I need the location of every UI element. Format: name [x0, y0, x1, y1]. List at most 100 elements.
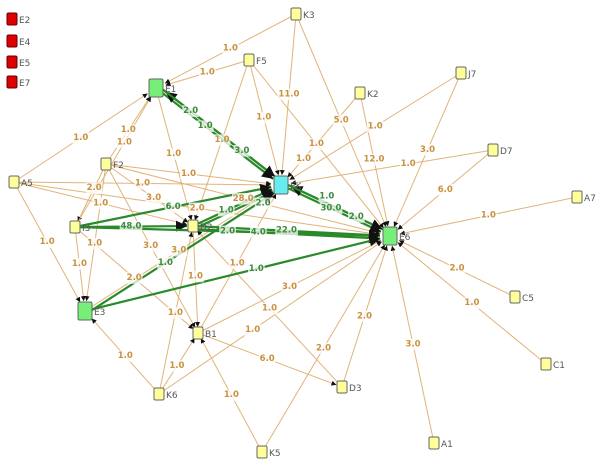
edge-weight-label: 22.0 — [276, 226, 297, 236]
edge-weight-label: 48.0 — [121, 222, 142, 232]
edge-weight-label: 5.0 — [334, 115, 349, 125]
edge-weight-label: 1.0 — [464, 298, 479, 308]
edge-weight-label-backdrop — [247, 263, 265, 275]
edge-weight-label: 1.0 — [169, 361, 184, 371]
edge-weight-label: 1.0 — [219, 206, 234, 216]
isolated-node-E4[interactable] — [6, 34, 18, 48]
node-E3[interactable] — [77, 301, 93, 321]
edge-weight-label: 1.0 — [166, 149, 181, 159]
edge-weight-label: 1.0 — [87, 239, 102, 249]
isolated-node-E7[interactable] — [6, 75, 18, 89]
edge-weight-label-backdrop — [187, 270, 204, 283]
edge-weight-label-backdrop — [119, 220, 143, 233]
edge-weight-label: 1.0 — [230, 258, 245, 268]
edge-weight-label-backdrop — [254, 197, 272, 210]
node-label-EK: EK — [290, 182, 303, 192]
edge-weight-label: 12.0 — [364, 155, 385, 165]
node-F5[interactable] — [243, 53, 255, 67]
node-EK[interactable] — [273, 175, 289, 195]
node-label-C5: C5 — [522, 294, 534, 304]
node-F2[interactable] — [100, 157, 112, 171]
edge-weight-label-backdrop — [399, 158, 417, 170]
edge-weight-label-backdrop — [277, 88, 301, 101]
edge-weight-label: 1.0 — [188, 272, 203, 282]
edge-weight-label: 2.0 — [256, 198, 271, 208]
edge-weight-label-backdrop — [318, 190, 336, 203]
node-C1[interactable] — [540, 357, 552, 371]
node-D3[interactable] — [336, 380, 348, 394]
edge-weight-label-backdrop — [222, 42, 239, 55]
node-D7[interactable] — [487, 143, 499, 157]
edge-weight-label: 1.0 — [118, 351, 133, 361]
edge-E1-EK — [157, 84, 276, 178]
node-label-A5: A5 — [21, 179, 33, 189]
edge-weight-label-backdrop — [92, 197, 110, 210]
edge-weight-label-backdrop — [219, 225, 236, 238]
edge-weight-label: 1.0 — [168, 308, 183, 318]
node-E6[interactable] — [382, 226, 398, 246]
edge-weight-label-backdrop — [85, 182, 103, 194]
edge-weight-label-backdrop — [125, 272, 143, 284]
isolated-node-E2[interactable] — [6, 12, 18, 26]
edge-I3-E1 — [74, 96, 152, 228]
node-K6[interactable] — [153, 387, 165, 401]
edge-weight-label: 4.0 — [251, 227, 266, 237]
edge-weight-label: 2.0 — [316, 343, 331, 353]
edge-weight-label: 1.0 — [198, 121, 213, 131]
node-A7[interactable] — [571, 190, 583, 204]
node-A5[interactable] — [8, 175, 20, 189]
node-J7[interactable] — [455, 66, 467, 80]
edge-weight-label-backdrop — [275, 224, 298, 237]
edge-weight-label-backdrop — [255, 111, 273, 124]
edge-weight-label: 1.0 — [158, 258, 173, 268]
edge-weight-label-backdrop — [332, 114, 350, 127]
edge-weight-label: 1.0 — [481, 211, 496, 221]
edge-weight-label: 28.0 — [233, 194, 254, 204]
node-label-E3: E3 — [94, 308, 105, 318]
edge-weight-label-backdrop — [142, 240, 160, 252]
edge-weight-label: 3.0 — [405, 339, 420, 349]
node-I3[interactable] — [69, 220, 81, 234]
edge-weight-label: 30.0 — [321, 203, 342, 213]
isolated-node-E5[interactable] — [6, 55, 18, 69]
edge-weight-label-backdrop — [362, 153, 386, 166]
edge-weight-label: 1.0 — [224, 390, 239, 400]
node-label-K5: K5 — [269, 449, 281, 459]
edge-weight-label-backdrop — [86, 237, 104, 250]
edge-weight-label: 2.0 — [87, 183, 102, 193]
edge-weight-label-backdrop — [165, 148, 183, 160]
node-label-F5: F5 — [256, 57, 267, 67]
node-C5[interactable] — [509, 290, 521, 304]
edge-weight-label: 1.0 — [93, 198, 108, 208]
edge-weight-label-backdrop — [463, 297, 481, 310]
edge-weight-label-backdrop — [188, 202, 206, 215]
edge-weight-label: 1.0 — [401, 159, 416, 169]
edge-weight-label-backdrop — [347, 211, 365, 223]
edge-weight-label: 1.0 — [181, 169, 196, 179]
edge-weight-label-backdrop — [223, 389, 240, 401]
edge-weight-label-backdrop — [217, 204, 235, 217]
edge-weight-label: 1.0 — [296, 154, 311, 164]
node-label-D2: D2 — [200, 223, 213, 233]
edge-weight-label: 6.0 — [166, 202, 181, 212]
node-K3[interactable] — [290, 7, 302, 21]
node-K5[interactable] — [256, 445, 268, 459]
edge-weight-label: 3.0 — [420, 145, 435, 155]
node-K2[interactable] — [354, 86, 366, 100]
node-E1[interactable] — [148, 78, 164, 98]
edge-weight-label: 1.0 — [214, 135, 229, 145]
edge-weight-label-backdrop — [180, 168, 197, 180]
edge-weight-label-backdrop — [157, 257, 174, 269]
edge-weight-label-backdrop — [170, 244, 188, 257]
edge-K6-E6 — [158, 241, 383, 395]
node-D2[interactable] — [187, 219, 199, 233]
edge-weight-label: 3.0 — [146, 193, 161, 203]
edge-weight-label-backdrop — [119, 124, 137, 136]
node-B1[interactable] — [192, 326, 204, 340]
edge-weight-label-backdrop — [295, 153, 312, 165]
node-A1[interactable] — [428, 436, 440, 450]
edge-weight-label: 6.0 — [438, 185, 453, 195]
